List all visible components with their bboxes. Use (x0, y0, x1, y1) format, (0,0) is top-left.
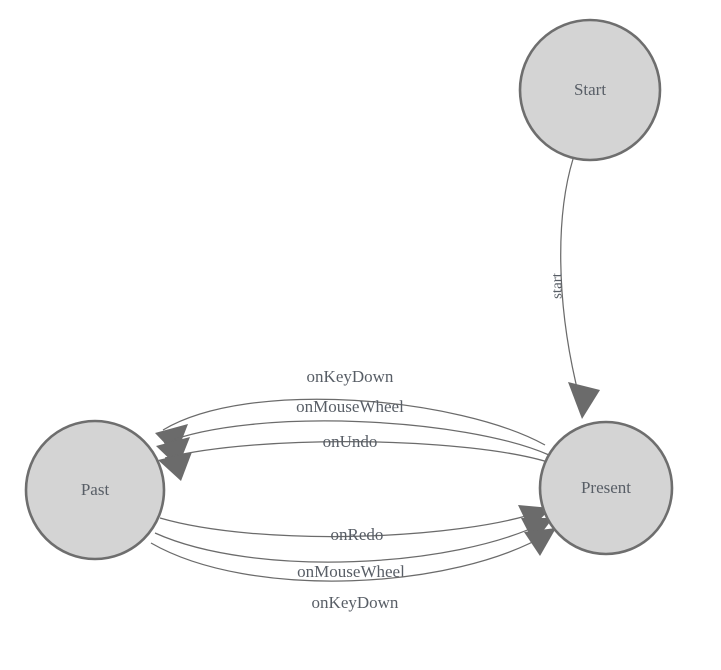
edge-label-past-present-2: onMouseWheel (297, 562, 405, 581)
edge-arrowhead-present-past-2 (156, 437, 190, 467)
edge-path-past-present-1 (159, 510, 543, 538)
node-start-label: Start (574, 80, 606, 99)
edges-layer: start onKeyDown onMouseWheel onUndo (150, 158, 600, 612)
edge-path-present-past-3 (164, 441, 552, 464)
edge-path-past-present-2 (154, 521, 546, 563)
edge-path-present-past-2 (163, 420, 550, 456)
edge-path-start-present (560, 158, 578, 389)
node-start[interactable]: Start (518, 18, 662, 162)
edge-arrowhead-past-present-3 (524, 528, 556, 556)
edge-path-past-present-3 (150, 532, 550, 582)
node-present[interactable]: Present (538, 420, 674, 556)
edge-label-start: start (549, 272, 565, 299)
edge-path-present-past-1 (162, 398, 546, 446)
edge-past-to-present-onkeydown[interactable]: onKeyDown (150, 528, 556, 612)
edge-label-present-past-1: onKeyDown (307, 367, 394, 386)
nodes-layer: Start Past Present (24, 18, 674, 561)
edge-label-present-past-2: onMouseWheel (296, 397, 404, 416)
node-past[interactable]: Past (24, 419, 166, 561)
edge-label-past-present-3: onKeyDown (312, 593, 399, 612)
edge-present-to-past-onmousewheel[interactable]: onMouseWheel (156, 397, 550, 467)
edge-arrowhead-present-past-3 (158, 452, 192, 481)
edge-present-to-past-onkeydown[interactable]: onKeyDown (155, 367, 546, 455)
node-present-label: Present (581, 478, 631, 497)
node-past-circle (24, 419, 166, 561)
edge-past-to-present-onredo[interactable]: onRedo (159, 505, 551, 544)
edge-start-to-present[interactable]: start (549, 158, 600, 419)
edge-arrowhead-start-present (568, 382, 600, 419)
edge-present-to-past-onundo[interactable]: onUndo (158, 432, 552, 481)
node-past-label: Past (81, 480, 110, 499)
edge-arrowhead-past-present-1 (518, 505, 551, 530)
edge-arrowhead-present-past-1 (155, 424, 188, 455)
edge-label-present-past-3: onUndo (323, 432, 378, 451)
edge-label-past-present-1: onRedo (331, 525, 384, 544)
node-present-circle (538, 420, 674, 556)
node-start-circle (518, 18, 662, 162)
